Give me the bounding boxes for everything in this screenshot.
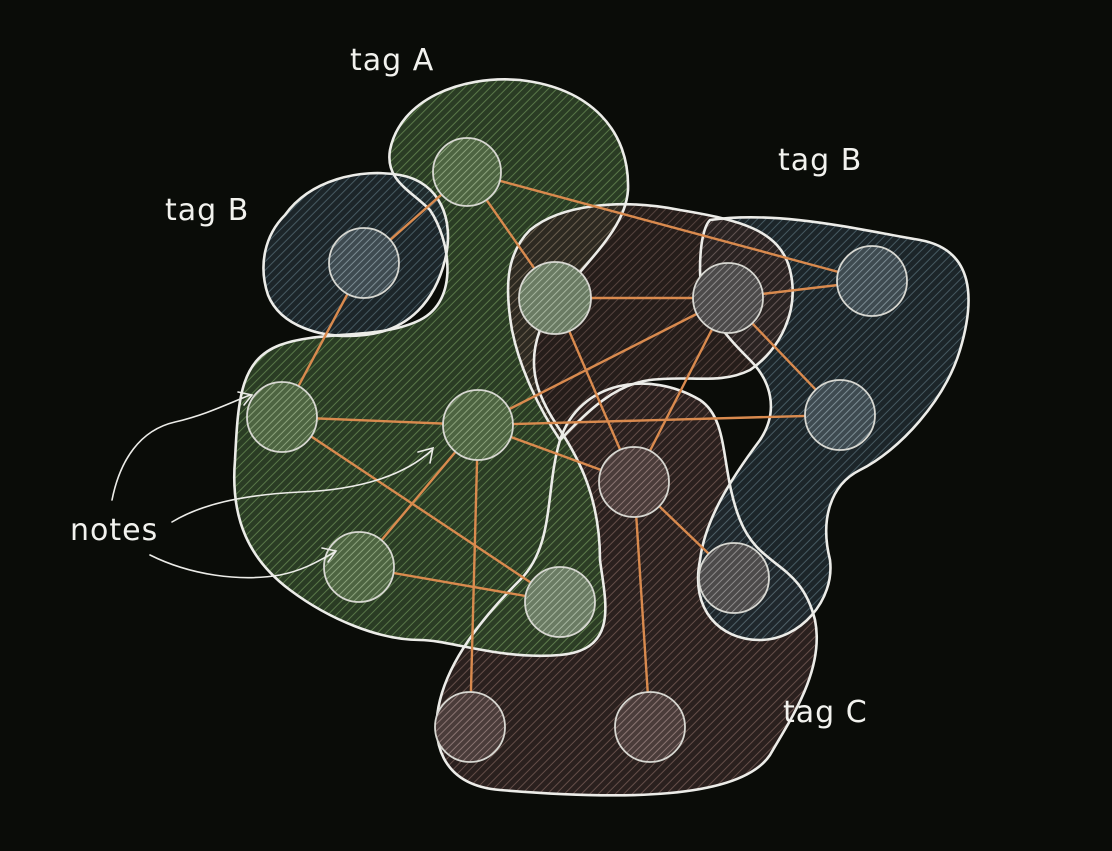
region-tag-b-left-outline — [262, 171, 450, 338]
edge — [280, 415, 562, 604]
notes-arrow-top-head — [237, 391, 254, 406]
notes-arrow-bottom-head — [321, 547, 338, 563]
note-node — [524, 566, 596, 638]
edge — [632, 480, 652, 729]
edge — [468, 423, 480, 729]
region-tag-c-fill — [436, 383, 817, 796]
label-tag-a: tag A — [350, 43, 434, 78]
note-node — [442, 389, 514, 461]
note-node — [698, 542, 770, 614]
note-node — [246, 381, 318, 453]
note-node — [434, 691, 506, 763]
notes-arrow-middle-head — [417, 446, 435, 464]
note-node — [804, 379, 876, 451]
region-outlines — [232, 78, 970, 797]
note-node — [328, 227, 400, 299]
nodes — [246, 137, 908, 763]
label-tag-c: tag C — [783, 695, 868, 730]
edge — [476, 296, 730, 427]
edge — [465, 170, 874, 283]
region-tag-a-outline — [232, 78, 630, 658]
region-tag-c-outline — [435, 382, 818, 797]
region-tag-b-right-outline — [696, 215, 970, 642]
note-node — [432, 137, 502, 207]
label-tag-b-right: tag B — [778, 143, 862, 178]
edge — [476, 413, 842, 427]
note-node — [598, 446, 670, 518]
label-notes: notes — [70, 513, 158, 548]
labels: tag A tag B tag B tag C notes — [70, 43, 868, 730]
note-node — [614, 691, 686, 763]
region-tag-b-middle-outline — [506, 202, 794, 442]
region-tag-a-fill — [234, 79, 629, 656]
notes-arrow-bottom — [149, 551, 336, 579]
note-node — [323, 531, 395, 603]
note-node — [518, 261, 592, 335]
note-node — [692, 262, 764, 334]
notes-arrow-middle — [171, 449, 433, 523]
note-node — [836, 245, 908, 317]
notes-arrow-top — [111, 394, 251, 501]
notes-arrows — [111, 391, 435, 579]
label-tag-b-left: tag B — [165, 193, 249, 228]
